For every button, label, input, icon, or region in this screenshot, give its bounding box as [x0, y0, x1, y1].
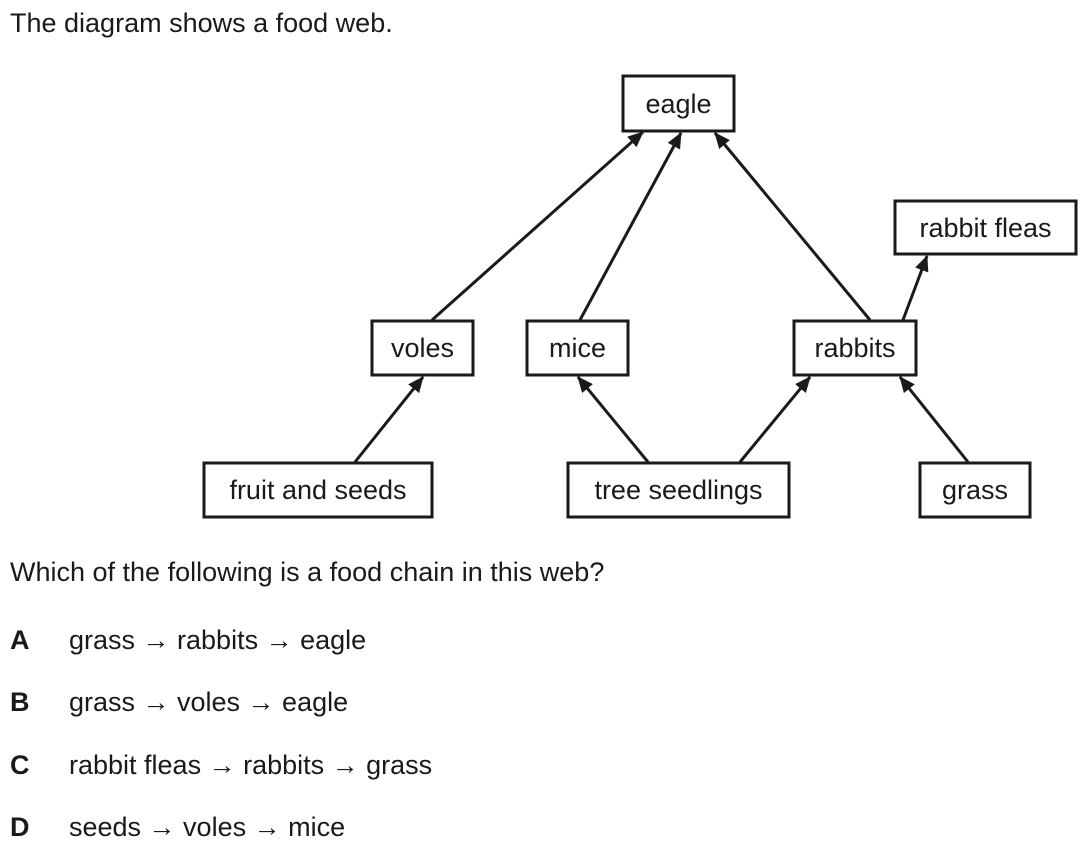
intro-text: The diagram shows a food web.: [10, 8, 393, 38]
node-rabbits: rabbits: [792, 319, 918, 377]
edge-rabbits-to-eagle: [713, 132, 872, 321]
node-voles-label: voles: [391, 333, 454, 363]
edge-rabbits-to-rabbit-fleas: [901, 255, 929, 321]
edge-fruit-and-seeds-to-voles: [353, 376, 425, 463]
option-text: grass → voles → eagle: [69, 687, 349, 717]
edge-tree-seedlings-to-rabbits: [738, 376, 812, 463]
node-grass-label: grass: [942, 475, 1008, 505]
edge-voles-to-eagle: [431, 130, 644, 322]
node-tree-seedlings: tree seedlings: [566, 461, 791, 519]
node-rabbits-label: rabbits: [814, 333, 895, 363]
option-text: rabbit fleas → rabbits → grass: [69, 750, 433, 780]
node-mice: mice: [525, 319, 630, 377]
option-text: grass → rabbits → eagle: [69, 625, 367, 655]
node-tree-seedlings-label: tree seedlings: [594, 475, 762, 505]
option-letter: B: [10, 687, 30, 717]
node-eagle: eagle: [621, 74, 736, 133]
option-letter: C: [10, 750, 30, 780]
node-mice-label: mice: [549, 333, 606, 363]
question-text: Which of the following is a food chain i…: [10, 557, 605, 587]
edge-tree-seedlings-to-mice: [576, 376, 650, 463]
node-eagle-label: eagle: [645, 89, 711, 119]
food-web-diagram: eagle rabbit fleas voles mice rabbits fr…: [202, 74, 1078, 519]
edge-mice-to-eagle: [578, 132, 683, 321]
option-letter: D: [10, 812, 30, 842]
node-fruit-and-seeds-label: fruit and seeds: [229, 475, 406, 505]
node-fruit-and-seeds: fruit and seeds: [202, 461, 434, 519]
edge-grass-to-rabbits: [898, 376, 970, 463]
node-grass: grass: [918, 461, 1032, 519]
node-rabbit-fleas: rabbit fleas: [893, 199, 1078, 256]
node-voles: voles: [370, 319, 475, 377]
node-rabbit-fleas-label: rabbit fleas: [919, 213, 1051, 243]
option-text: seeds → voles → mice: [69, 812, 346, 842]
option-letter: A: [10, 625, 30, 655]
